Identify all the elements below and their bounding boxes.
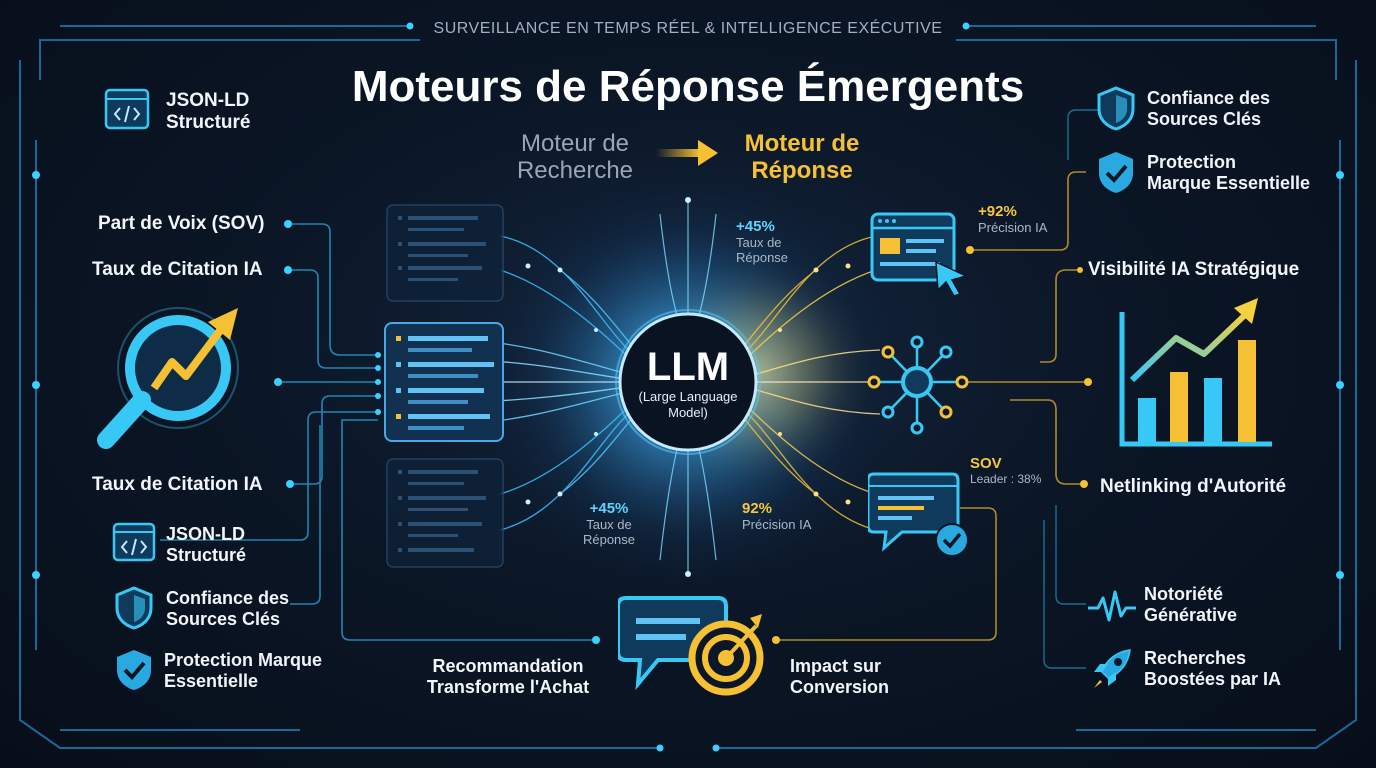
answer-engine-label: Moteur de Réponse bbox=[744, 130, 860, 184]
shield-icon bbox=[115, 586, 153, 630]
document-card-active bbox=[384, 322, 504, 442]
page-title: Moteurs de Réponse Émergents bbox=[351, 62, 1025, 111]
label-taux-citation-top: Taux de Citation IA bbox=[92, 259, 263, 280]
label-netlinking: Netlinking d'Autorité bbox=[1100, 476, 1287, 497]
llm-core-title: LLM bbox=[646, 345, 730, 389]
label-part-de-voix: Part de Voix (SOV) bbox=[98, 213, 265, 234]
arrow-right-icon bbox=[656, 140, 718, 166]
search-growth-icon bbox=[97, 307, 239, 449]
llm-core-subtitle: (Large Language Model) bbox=[638, 389, 738, 420]
label-confiance-left: Confiance des Sources Clés bbox=[166, 588, 290, 629]
stat-precision-bottom: 92% Précision IA bbox=[742, 500, 812, 532]
stat-sov: SOV Leader : 38% bbox=[970, 455, 1042, 486]
stat-taux-reponse-top: +45% Taux de Réponse bbox=[736, 218, 789, 265]
label-json-ld-bottom: JSON-LD Structuré bbox=[166, 524, 247, 565]
code-icon bbox=[104, 88, 150, 130]
shield-icon bbox=[1097, 86, 1135, 131]
shield-check-icon bbox=[117, 650, 151, 690]
stat-precision-top: +92% Précision IA bbox=[978, 203, 1048, 235]
growth-bar-chart-icon bbox=[1119, 298, 1272, 447]
label-protection-right: Protection Marque Essentielle bbox=[1147, 152, 1311, 193]
page-eyebrow: SURVEILLANCE EN TEMPS RÉEL & INTELLIGENC… bbox=[433, 20, 943, 37]
label-taux-citation-bottom: Taux de Citation IA bbox=[92, 474, 263, 495]
label-impact: Impact sur Conversion bbox=[790, 656, 890, 697]
label-notoriete: Notoriété Générative bbox=[1144, 584, 1238, 625]
label-recherches: Recherches Boostées par IA bbox=[1144, 648, 1282, 689]
network-node-icon bbox=[867, 335, 969, 435]
label-json-ld-top: JSON-LD Structuré bbox=[166, 90, 251, 133]
pulse-icon bbox=[1088, 590, 1136, 622]
chat-check-icon bbox=[868, 472, 969, 557]
label-protection-left: Protection Marque Essentielle bbox=[164, 650, 323, 691]
rocket-icon bbox=[1094, 649, 1131, 688]
code-icon bbox=[112, 522, 156, 562]
browser-cursor-icon bbox=[870, 212, 969, 297]
stat-taux-reponse-bottom: +45% Taux de Réponse bbox=[582, 500, 636, 547]
document-card-bottom bbox=[386, 458, 504, 568]
label-recommandation: Recommandation Transforme l'Achat bbox=[426, 656, 590, 697]
chat-target-icon bbox=[618, 596, 764, 696]
search-engine-label: Moteur de Recherche bbox=[516, 130, 634, 184]
label-visibilite: Visibilité IA Stratégique bbox=[1088, 259, 1300, 280]
document-card-top bbox=[386, 204, 504, 302]
shield-check-icon bbox=[1099, 152, 1133, 193]
label-confiance-right: Confiance des Sources Clés bbox=[1147, 88, 1271, 129]
